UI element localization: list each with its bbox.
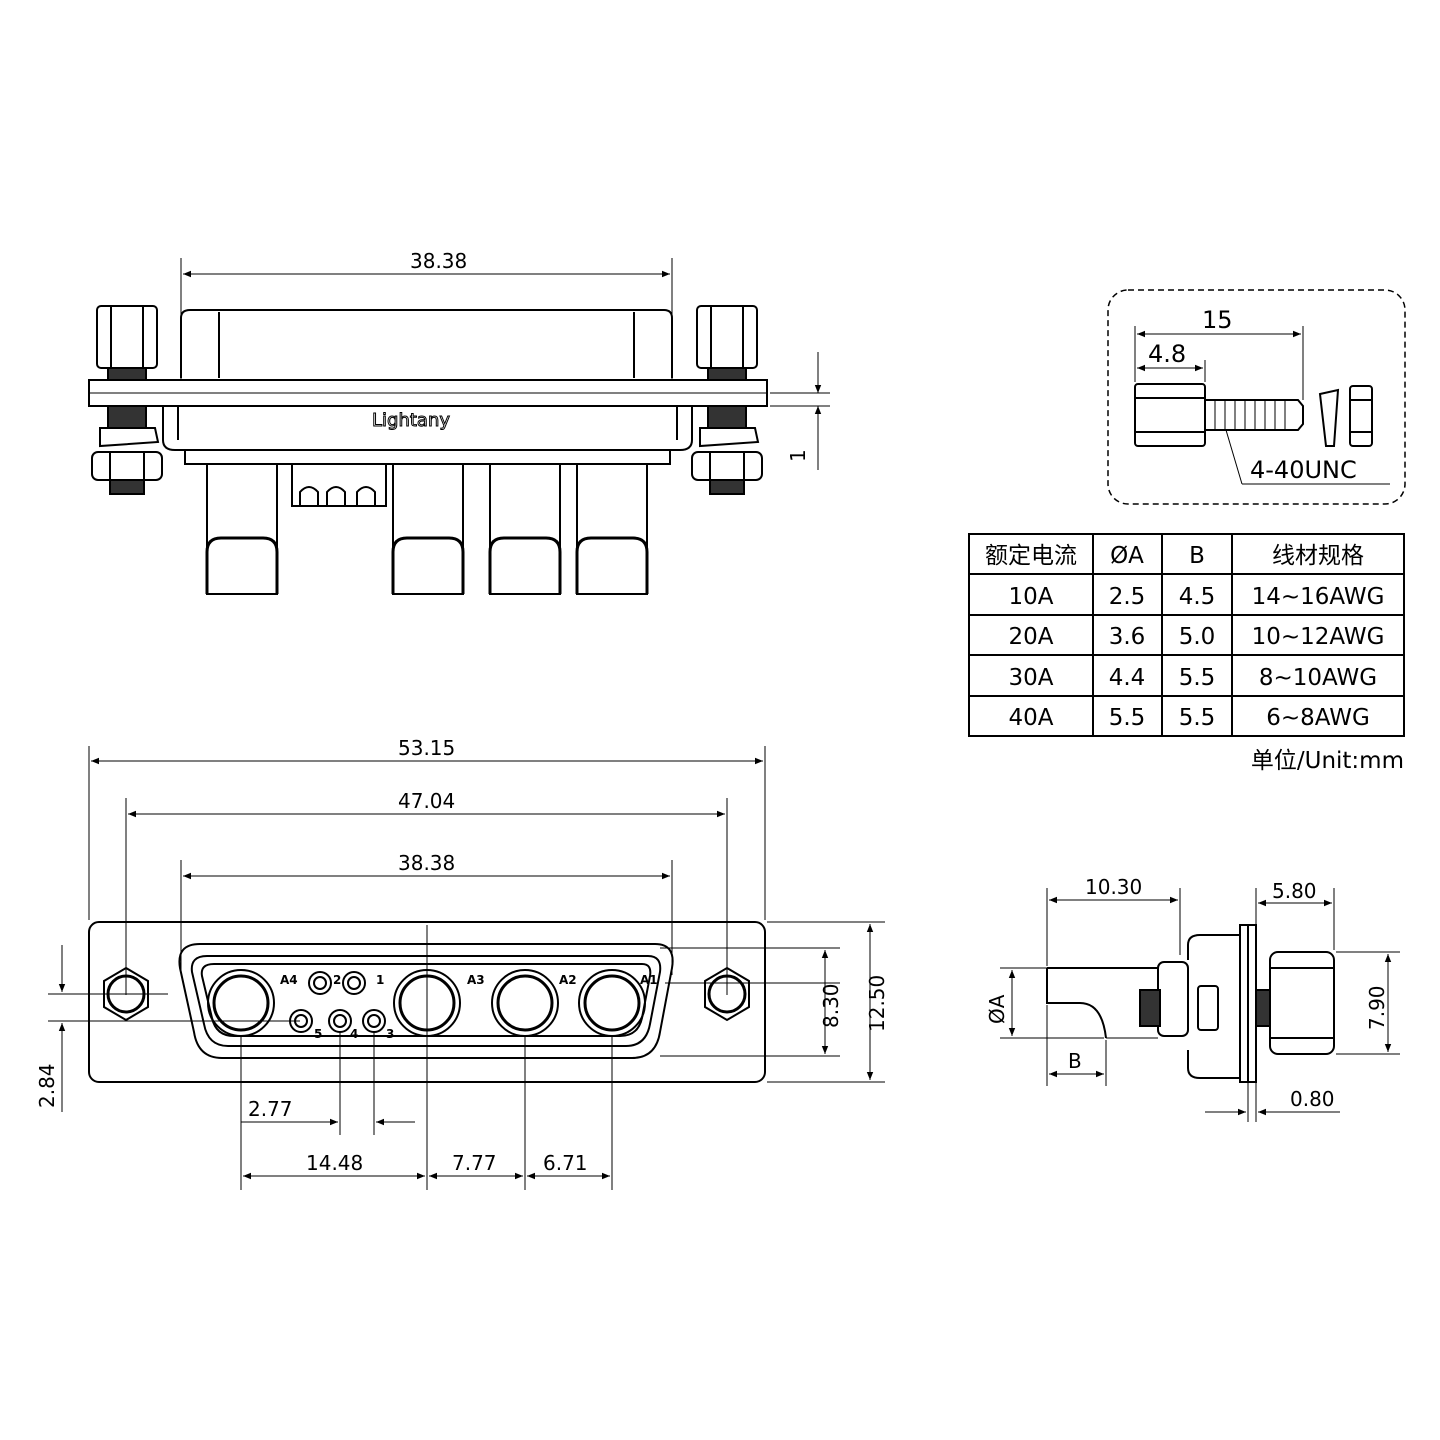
table-header-b: B	[1189, 543, 1205, 569]
table-cell: 5.5	[1179, 705, 1216, 731]
plate-thickness-label: 0.80	[1290, 1087, 1335, 1111]
table-cell: 3.6	[1109, 624, 1146, 650]
contact-label-a4: A4	[280, 973, 298, 987]
hex-length-label: 4.8	[1148, 340, 1186, 368]
contact-label-a3: A3	[467, 973, 485, 987]
spec-table	[968, 533, 1405, 737]
brand-logo: Lightany	[372, 410, 450, 431]
screw-length-label: 15	[1202, 306, 1233, 334]
table-cell: 10~12AWG	[1252, 624, 1385, 650]
table-cell: 4.4	[1109, 665, 1146, 691]
pitch-a3-a2-label: 7.77	[452, 1151, 497, 1175]
b-label: B	[1068, 1049, 1082, 1073]
table-cell: 5.5	[1179, 665, 1216, 691]
table-cell: 10A	[1008, 584, 1053, 610]
side-height-label: 7.90	[1365, 985, 1389, 1030]
screw-detail	[1107, 289, 1406, 505]
table-cell: 6~8AWG	[1266, 705, 1370, 731]
table-cell: 40A	[1008, 705, 1053, 731]
side-view	[1000, 888, 1400, 1122]
contact-label-3: 3	[386, 1027, 394, 1041]
table-cell: 5.0	[1179, 624, 1216, 650]
flange-height-label: 12.50	[865, 975, 889, 1032]
table-cell: 8~10AWG	[1259, 665, 1377, 691]
flange-thickness-label: 1	[786, 449, 810, 462]
pitch-a2-a1-label: 6.71	[543, 1151, 588, 1175]
contact-label-2: 2	[333, 973, 341, 987]
front-view	[48, 746, 885, 1190]
hex-nut-length-label: 5.80	[1272, 879, 1317, 903]
contact-label-5: 5	[314, 1027, 322, 1041]
tail-length-label: 10.30	[1085, 875, 1142, 899]
pitch-a4-a3-label: 14.48	[306, 1151, 363, 1175]
top-view	[88, 258, 830, 595]
shell-height-label: 8.30	[819, 983, 843, 1028]
contact-label-a1: A1	[640, 973, 658, 987]
signal-pitch-label: 2.77	[248, 1097, 293, 1121]
overall-width-label: 53.15	[398, 736, 455, 760]
table-cell: 5.5	[1109, 705, 1146, 731]
table-cell: 4.5	[1179, 584, 1216, 610]
table-cell: 20A	[1008, 624, 1053, 650]
row-offset-label: 2.84	[35, 1063, 59, 1108]
top-width-label: 38.38	[410, 249, 467, 273]
table-cell: 14~16AWG	[1252, 584, 1385, 610]
phi-a-label: ØA	[985, 994, 1009, 1024]
table-cell: 30A	[1008, 665, 1053, 691]
contact-label-a2: A2	[559, 973, 577, 987]
spec-table-text: 额定电流 ØA B 线材规格 10A 2.5 4.5 14~16AWG 20A …	[985, 543, 1404, 774]
unit-note: 单位/Unit:mm	[1251, 748, 1404, 774]
contact-label-1: 1	[376, 973, 384, 987]
table-cell: 2.5	[1109, 584, 1146, 610]
contact-label-4: 4	[350, 1027, 358, 1041]
front-shell-width-label: 38.38	[398, 851, 455, 875]
thread-label: 4-40UNC	[1250, 456, 1357, 484]
hole-spacing-label: 47.04	[398, 789, 455, 813]
table-header-current: 额定电流	[985, 543, 1077, 569]
table-header-wire: 线材规格	[1272, 543, 1364, 569]
table-header-phi-a: ØA	[1110, 543, 1144, 569]
